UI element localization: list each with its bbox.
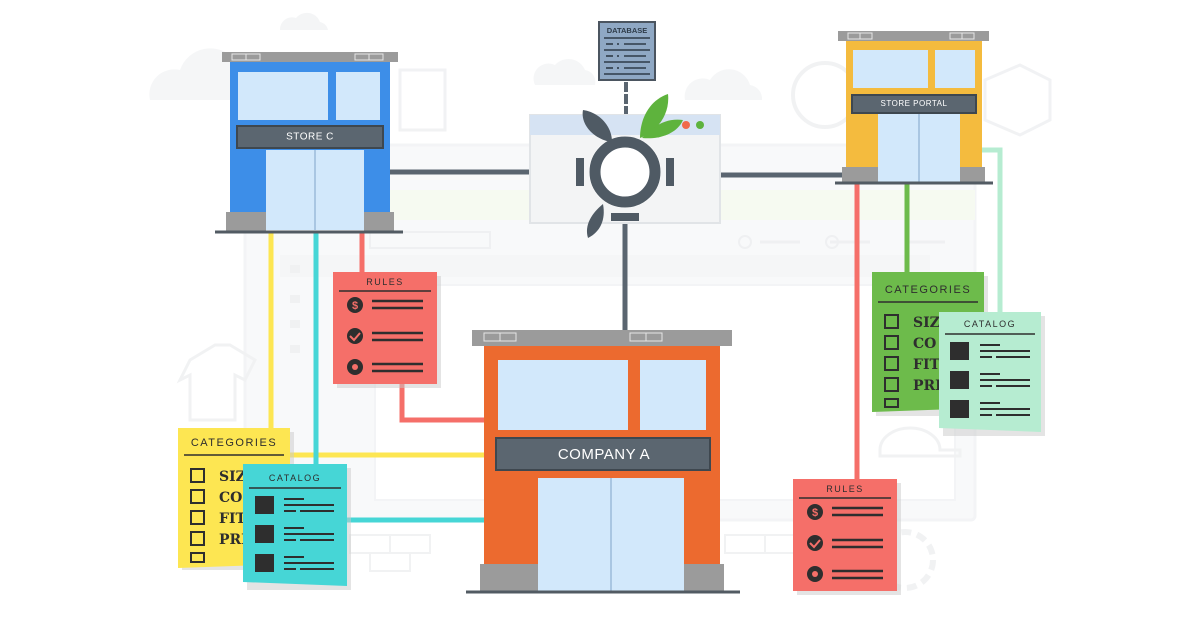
categories-right-item-4: PRI <box>913 378 942 394</box>
store-c-sign <box>236 125 384 149</box>
svg-text:$: $ <box>352 300 358 312</box>
categories-right-title: CATEGORIES <box>885 284 971 296</box>
checkbox-icon <box>190 468 205 483</box>
catalog-left-title: CATALOG <box>269 473 321 483</box>
rules-left-title: RULES <box>366 277 404 287</box>
categories-left-item-2: CO <box>219 490 242 506</box>
checkbox-icon <box>884 335 899 350</box>
window-dot-green <box>696 121 704 129</box>
faded-document-icon <box>398 68 447 132</box>
catalog-card-left: CATALOG <box>243 464 351 590</box>
checkbox-icon <box>190 531 205 546</box>
hub-logo <box>576 94 683 238</box>
check-icon <box>807 535 823 551</box>
catalog-right-title: CATALOG <box>964 319 1016 329</box>
store-portal-building: STORE PORTAL <box>835 31 993 185</box>
categories-left-item-1: SIZ <box>219 469 246 485</box>
categories-right-item-2: CO <box>913 336 936 352</box>
window-dot-red <box>682 121 690 129</box>
database-label: DATABASE <box>607 26 648 35</box>
connector-rules-companya <box>399 377 499 423</box>
checkbox-icon <box>884 377 899 392</box>
rules-right-title: RULES <box>826 484 864 494</box>
checkbox-icon <box>190 510 205 525</box>
small-leaf-icon <box>642 119 683 139</box>
categories-right-item-3: FIT <box>913 357 940 373</box>
categories-left-item-4: PRI <box>219 532 248 548</box>
faded-cap-icon <box>878 426 962 458</box>
rules-card-right: RULES $ <box>793 479 901 595</box>
bottom-leaf-icon <box>586 204 604 238</box>
categories-right-item-1: SIZ <box>913 315 940 331</box>
checkbox-icon <box>190 489 205 504</box>
store-c-label: STORE C <box>286 132 334 143</box>
checkbox-icon <box>884 314 899 329</box>
leaf-icon <box>640 94 669 138</box>
store-portal-label: STORE PORTAL <box>881 99 948 108</box>
store-portal-sign <box>851 94 977 114</box>
faded-bricks <box>349 534 806 572</box>
gear-icon <box>347 359 363 375</box>
company-a-sign <box>495 437 711 471</box>
dollar-icon: $ <box>807 504 823 520</box>
company-a-label: COMPANY A <box>558 446 650 463</box>
database-icon: DATABASE <box>598 21 656 81</box>
connector-portal-catalog <box>979 147 1003 318</box>
rules-card-left: RULES $ <box>333 272 441 388</box>
faded-tshirt-icon <box>176 343 257 422</box>
company-a-building: COMPANY A <box>466 330 740 594</box>
check-icon <box>347 328 363 344</box>
dollar-icon: $ <box>347 297 363 313</box>
checkbox-icon <box>884 356 899 371</box>
checkbox-icon <box>190 552 205 563</box>
faded-box-icon <box>983 63 1052 137</box>
svg-text:$: $ <box>812 507 818 519</box>
catalog-card-right: CATALOG <box>939 312 1045 436</box>
gear-icon <box>807 566 823 582</box>
categories-left-title: CATEGORIES <box>191 437 277 449</box>
checkbox-icon <box>884 398 899 408</box>
left-leaf-icon <box>582 110 612 142</box>
categories-left-item-3: FIT <box>219 511 246 527</box>
store-c-building: STORE C <box>215 52 403 234</box>
